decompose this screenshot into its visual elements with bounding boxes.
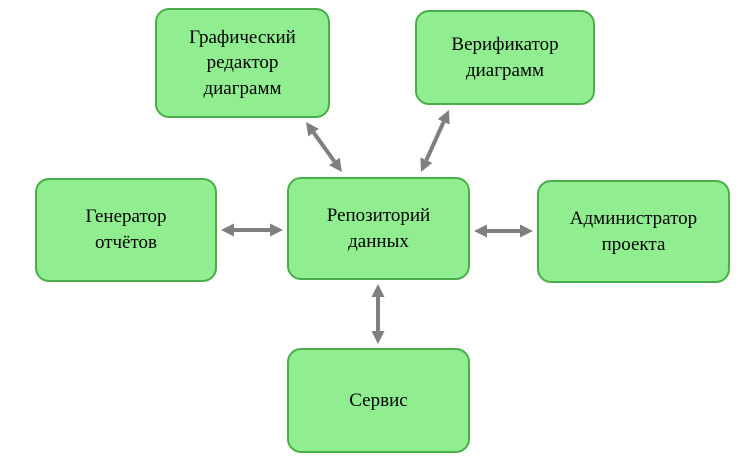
node-data-repository: Репозиторий данных — [287, 177, 470, 280]
node-report-generator: Генератор отчётов — [35, 178, 217, 282]
node-graphic-editor-label: Графический редактор диаграмм — [189, 26, 296, 99]
node-diagram-verifier-label: Верификатор диаграмм — [451, 33, 559, 81]
node-diagram-verifier: Верификатор диаграмм — [415, 10, 595, 105]
node-report-generator-label: Генератор отчётов — [85, 206, 167, 253]
arrow-diagram-verifier-data-repository — [420, 110, 450, 172]
node-data-repository-label: Репозиторий данных — [326, 204, 431, 252]
node-service-label: Сервис — [349, 389, 408, 411]
node-service: Сервис — [287, 348, 470, 453]
node-project-admin: Администратор проекта — [537, 180, 730, 283]
arrow-data-repository-project-admin — [474, 224, 533, 238]
node-graphic-editor: Графический редактор диаграмм — [155, 8, 330, 118]
node-project-admin-label: Администратор проекта — [569, 207, 698, 255]
arrow-graphic-editor-data-repository — [306, 122, 342, 172]
arrow-report-generator-data-repository — [221, 223, 283, 237]
arrow-data-repository-service — [371, 284, 385, 344]
